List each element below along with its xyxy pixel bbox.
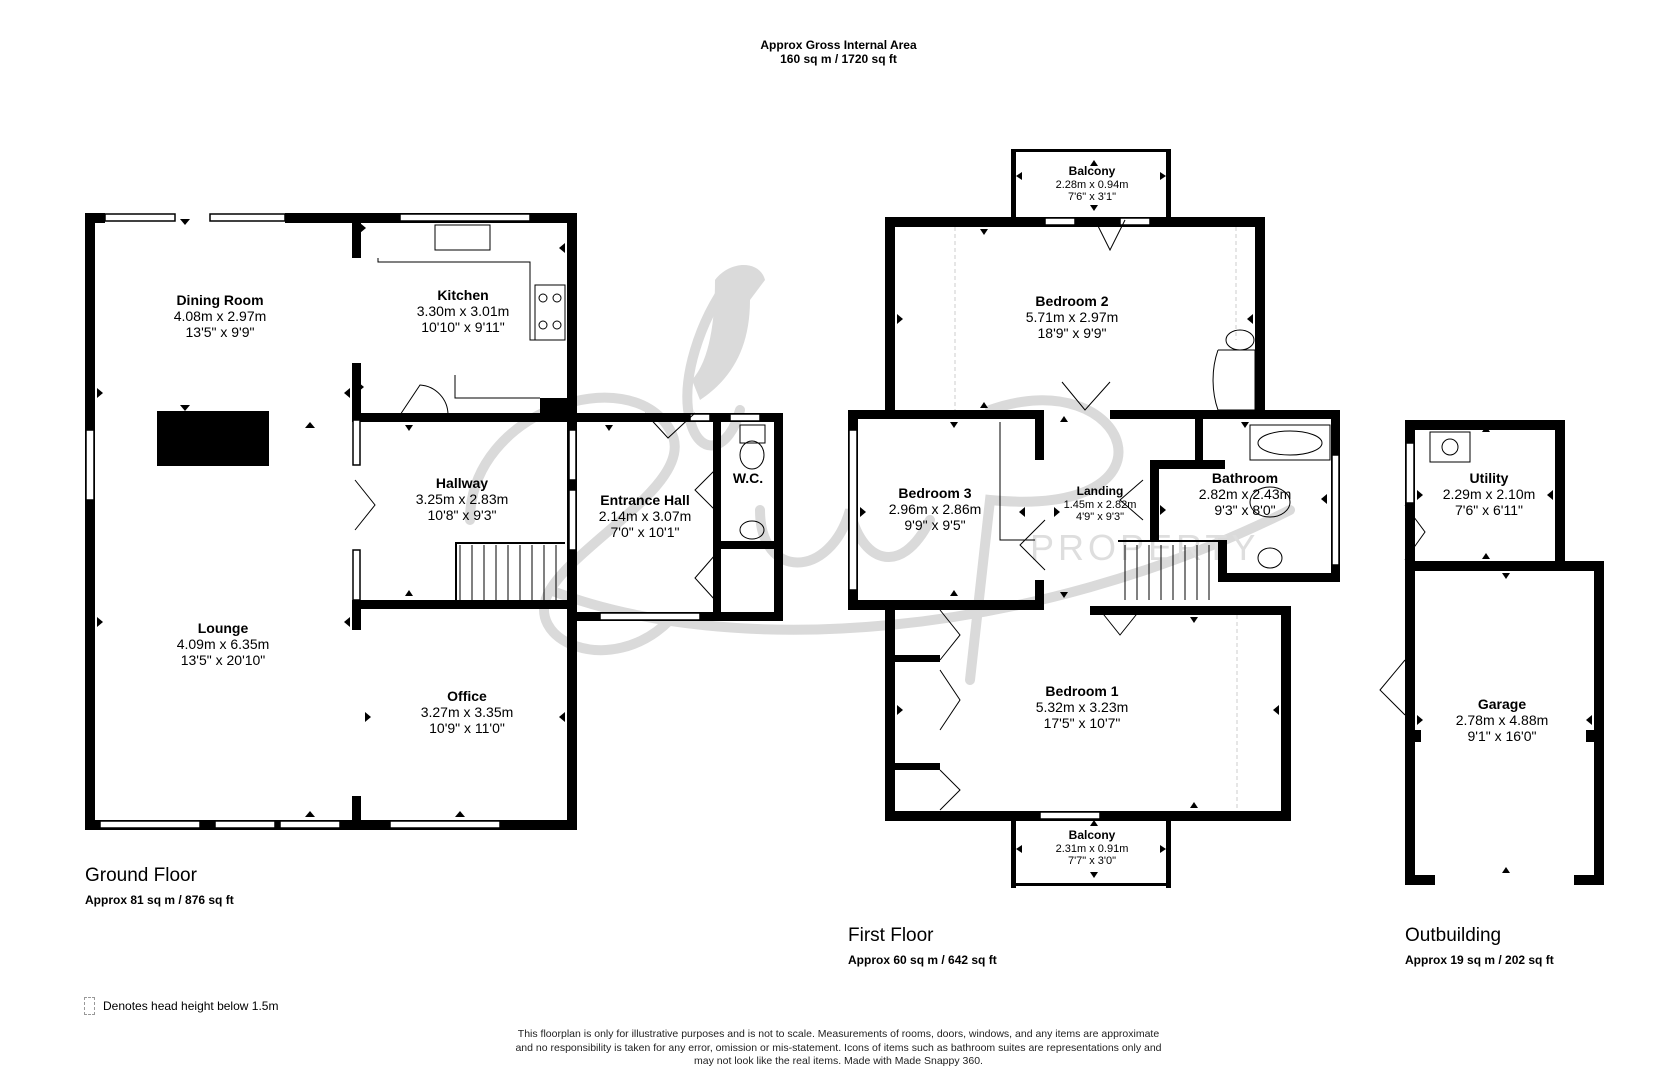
ground-floor-title: Ground Floor — [85, 865, 197, 886]
room-metric: 2.29m x 2.10m — [1442, 486, 1536, 503]
room-label-garage: Garage 2.78m x 4.88m 9'1" x 16'0" — [1456, 696, 1549, 744]
room-metric: 5.71m x 2.97m — [1025, 309, 1119, 326]
room-metric: 2.96m x 2.86m — [888, 501, 982, 518]
room-metric: 4.08m x 2.97m — [173, 308, 267, 325]
room-name: Landing — [1076, 484, 1124, 498]
room-imperial: 9'1" x 16'0" — [1467, 728, 1537, 745]
disclaimer-line-2: and no responsibility is taken for any e… — [515, 1041, 1162, 1054]
disclaimer: This floorplan is only for illustrative … — [459, 1028, 1219, 1069]
room-name: Entrance Hall — [600, 492, 690, 508]
room-imperial: 9'9" x 9'5" — [904, 517, 966, 534]
room-metric: 2.14m x 3.07m — [598, 508, 692, 525]
room-imperial: 10'8" x 9'3" — [427, 507, 497, 524]
room-imperial: 18'9" x 9'9" — [1037, 325, 1107, 342]
room-label-utility: Utility 2.29m x 2.10m 7'6" x 6'11" — [1443, 470, 1536, 518]
room-name: W.C. — [732, 470, 764, 486]
room-label-office: Office 3.27m x 3.35m 10'9" x 11'0" — [421, 688, 514, 736]
room-imperial: 7'6" x 3'1" — [1067, 191, 1117, 204]
room-name: Bathroom — [1211, 470, 1279, 486]
room-label-bedroom-3: Bedroom 3 2.96m x 2.86m 9'9" x 9'5" — [889, 485, 982, 533]
room-name: Dining Room — [176, 292, 264, 308]
room-imperial: 13'5" x 20'10" — [180, 652, 266, 669]
room-label-bedroom-1: Bedroom 1 5.32m x 3.23m 17'5" x 10'7" — [1036, 683, 1129, 731]
room-name: Balcony — [1068, 828, 1116, 842]
room-imperial: 7'0" x 10'1" — [610, 524, 680, 541]
room-name: Lounge — [197, 620, 249, 636]
header-line-2: 160 sq m / 1720 sq ft — [780, 52, 897, 67]
room-metric: 3.25m x 2.83m — [415, 491, 509, 508]
first-floor-area: Approx 60 sq m / 642 sq ft — [848, 953, 997, 967]
windows — [85, 213, 1415, 829]
room-imperial: 10'10" x 9'11" — [421, 319, 505, 336]
room-metric: 3.30m x 3.01m — [416, 303, 510, 320]
room-name: Bedroom 3 — [898, 485, 972, 501]
room-metric: 4.09m x 6.35m — [176, 636, 270, 653]
room-metric: 3.27m x 3.35m — [420, 704, 514, 721]
room-label-hallway: Hallway 3.25m x 2.83m 10'8" x 9'3" — [416, 475, 509, 523]
room-label-bathroom: Bathroom 2.82m x 2.43m 9'3" x 8'0" — [1199, 470, 1292, 518]
room-metric: 1.45m x 2.82m — [1063, 498, 1137, 511]
room-name: Balcony — [1068, 164, 1116, 178]
header-line-1: Approx Gross Internal Area — [760, 38, 917, 52]
room-label-dining: Dining Room 4.08m x 2.97m 13'5" x 9'9" — [174, 292, 267, 340]
room-metric: 2.28m x 0.94m — [1055, 178, 1129, 191]
room-imperial: 9'3" x 8'0" — [1214, 502, 1276, 519]
room-metric: 2.31m x 0.91m — [1055, 842, 1129, 855]
disclaimer-line-3: may not look like the real items. Made w… — [694, 1055, 983, 1068]
room-label-wc: W.C. — [733, 470, 763, 486]
walls — [85, 149, 1604, 888]
room-imperial: 13'5" x 9'9" — [185, 324, 255, 341]
fittings — [354, 219, 1471, 811]
room-name: Hallway — [435, 475, 489, 491]
room-imperial: 7'7" x 3'0" — [1067, 855, 1117, 868]
room-imperial: 10'9" x 11'0" — [429, 720, 505, 737]
first-floor-title: First Floor — [848, 925, 934, 946]
room-metric: 2.78m x 4.88m — [1455, 712, 1549, 729]
room-label-balcony-bottom: Balcony 2.31m x 0.91m 7'7" x 3'0" — [1055, 828, 1129, 868]
room-label-kitchen: Kitchen 3.30m x 3.01m 10'10" x 9'11" — [417, 287, 510, 335]
gross-area-header: Approx Gross Internal Area 160 sq m / 17… — [760, 38, 916, 67]
room-label-lounge: Lounge 4.09m x 6.35m 13'5" x 20'10" — [177, 620, 270, 668]
room-label-landing: Landing 1.45m x 2.82m 4'9" x 9'3" — [1063, 484, 1137, 524]
room-imperial: 17'5" x 10'7" — [1043, 715, 1121, 732]
room-name: Bedroom 2 — [1035, 293, 1109, 309]
room-name: Utility — [1469, 470, 1509, 486]
room-label-entrance-hall: Entrance Hall 2.14m x 3.07m 7'0" x 10'1" — [599, 492, 692, 540]
disclaimer-line-1: This floorplan is only for illustrative … — [517, 1028, 1160, 1040]
legend-text: Denotes head height below 1.5m — [103, 999, 279, 1013]
room-metric: 5.32m x 3.23m — [1035, 699, 1129, 716]
room-name: Office — [447, 688, 487, 704]
room-label-balcony-top: Balcony 2.28m x 0.94m 7'6" x 3'1" — [1055, 164, 1129, 204]
dimension-arrows — [97, 160, 1592, 878]
room-name: Kitchen — [437, 287, 489, 303]
outbuilding-area: Approx 19 sq m / 202 sq ft — [1405, 953, 1554, 967]
head-height-legend-icon — [84, 997, 95, 1015]
outbuilding-title: Outbuilding — [1405, 925, 1502, 946]
room-label-bedroom-2: Bedroom 2 5.71m x 2.97m 18'9" x 9'9" — [1026, 293, 1119, 341]
room-metric: 2.82m x 2.43m — [1198, 486, 1292, 503]
room-imperial: 7'6" x 6'11" — [1455, 502, 1523, 519]
room-name: Garage — [1477, 696, 1527, 712]
room-name: Bedroom 1 — [1045, 683, 1119, 699]
ground-floor-area: Approx 81 sq m / 876 sq ft — [85, 893, 234, 907]
legend: Denotes head height below 1.5m — [84, 997, 278, 1015]
room-imperial: 4'9" x 9'3" — [1075, 511, 1125, 524]
